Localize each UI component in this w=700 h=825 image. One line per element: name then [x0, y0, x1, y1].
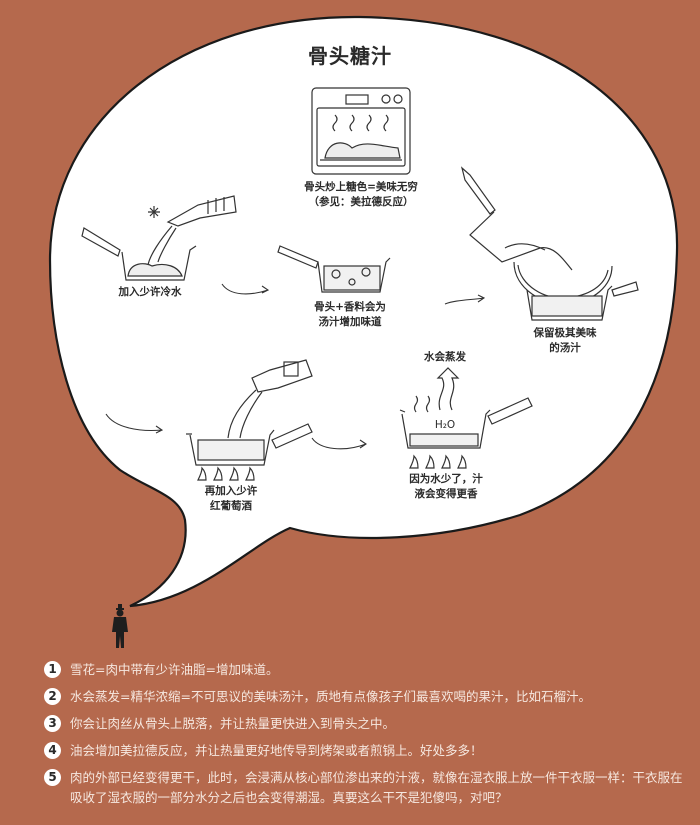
arrow-4 [311, 437, 367, 450]
diagram-title: 骨头糖汁 [308, 44, 392, 68]
number-badge: 5 [44, 769, 61, 786]
footnote-text: 雪花=肉中带有少许油脂=增加味道。 [70, 662, 279, 677]
man-silhouette [112, 604, 128, 648]
number-badge: 4 [44, 742, 61, 759]
evaporate-illustration [399, 367, 533, 469]
red-wine-caption: 再加入少许 红葡萄酒 [204, 485, 258, 512]
cold-water-caption: 加入少许冷水 [118, 286, 182, 298]
footnote-2: 2 水会蒸发=精华浓缩=不可思议的美味汤汁，质地有点像孩子们最喜欢喝的果汁，比如… [44, 687, 684, 707]
oven-caption: 骨头炒上糖色=美味无穷 （参见：美拉德反应） [304, 181, 418, 208]
red-wine-illustration [186, 359, 313, 481]
footnotes-list: 1 雪花=肉中带有少许油脂=增加味道。 2 水会蒸发=精华浓缩=不可思议的美味汤… [44, 660, 684, 815]
footnote-3: 3 你会让肉丝从骨头上脱落，并让热量更快进入到骨头之中。 [44, 714, 684, 734]
evaporate-label: 水会蒸发 [424, 351, 466, 363]
strain-caption: 保留极其美味 的汤汁 [533, 327, 597, 354]
arrow-2 [444, 294, 486, 305]
footnote-4: 4 油会增加美拉德反应，并让热量更好地传导到烤架或者煎锅上。好处多多！ [44, 741, 684, 761]
number-badge: 3 [44, 715, 61, 732]
oven-illustration [311, 87, 411, 175]
arrow-3 [105, 413, 164, 434]
number-badge: 2 [44, 688, 61, 705]
strain-illustration [460, 166, 639, 321]
footnote-text: 油会增加美拉德反应，并让热量更好地传导到烤架或者煎锅上。好处多多！ [70, 743, 483, 758]
bones-spices-caption: 骨头+香料会为 汤汁增加味道 [314, 301, 386, 328]
h2o-label: H₂O [434, 419, 456, 431]
footnote-text: 你会让肉丝从骨头上脱落，并让热量更快进入到骨头之中。 [70, 716, 396, 731]
evaporate-caption: 因为水少了，汁 液会变得更香 [409, 473, 483, 500]
arrow-1 [221, 283, 270, 295]
number-badge: 1 [44, 661, 61, 678]
footnote-5: 5 肉的外部已经变得更干，此时，会浸满从核心部位渗出来的汁液，就像在湿衣服上放一… [44, 768, 684, 808]
footnote-text: 肉的外部已经变得更干，此时，会浸满从核心部位渗出来的汁液，就像在湿衣服上放一件干… [70, 770, 683, 805]
cold-water-illustration [81, 195, 237, 281]
footnote-text: 水会蒸发=精华浓缩=不可思议的美味汤汁，质地有点像孩子们最喜欢喝的果汁，比如石榴… [70, 689, 591, 704]
footnote-1: 1 雪花=肉中带有少许油脂=增加味道。 [44, 660, 684, 680]
bones-spices-illustration [277, 245, 391, 293]
